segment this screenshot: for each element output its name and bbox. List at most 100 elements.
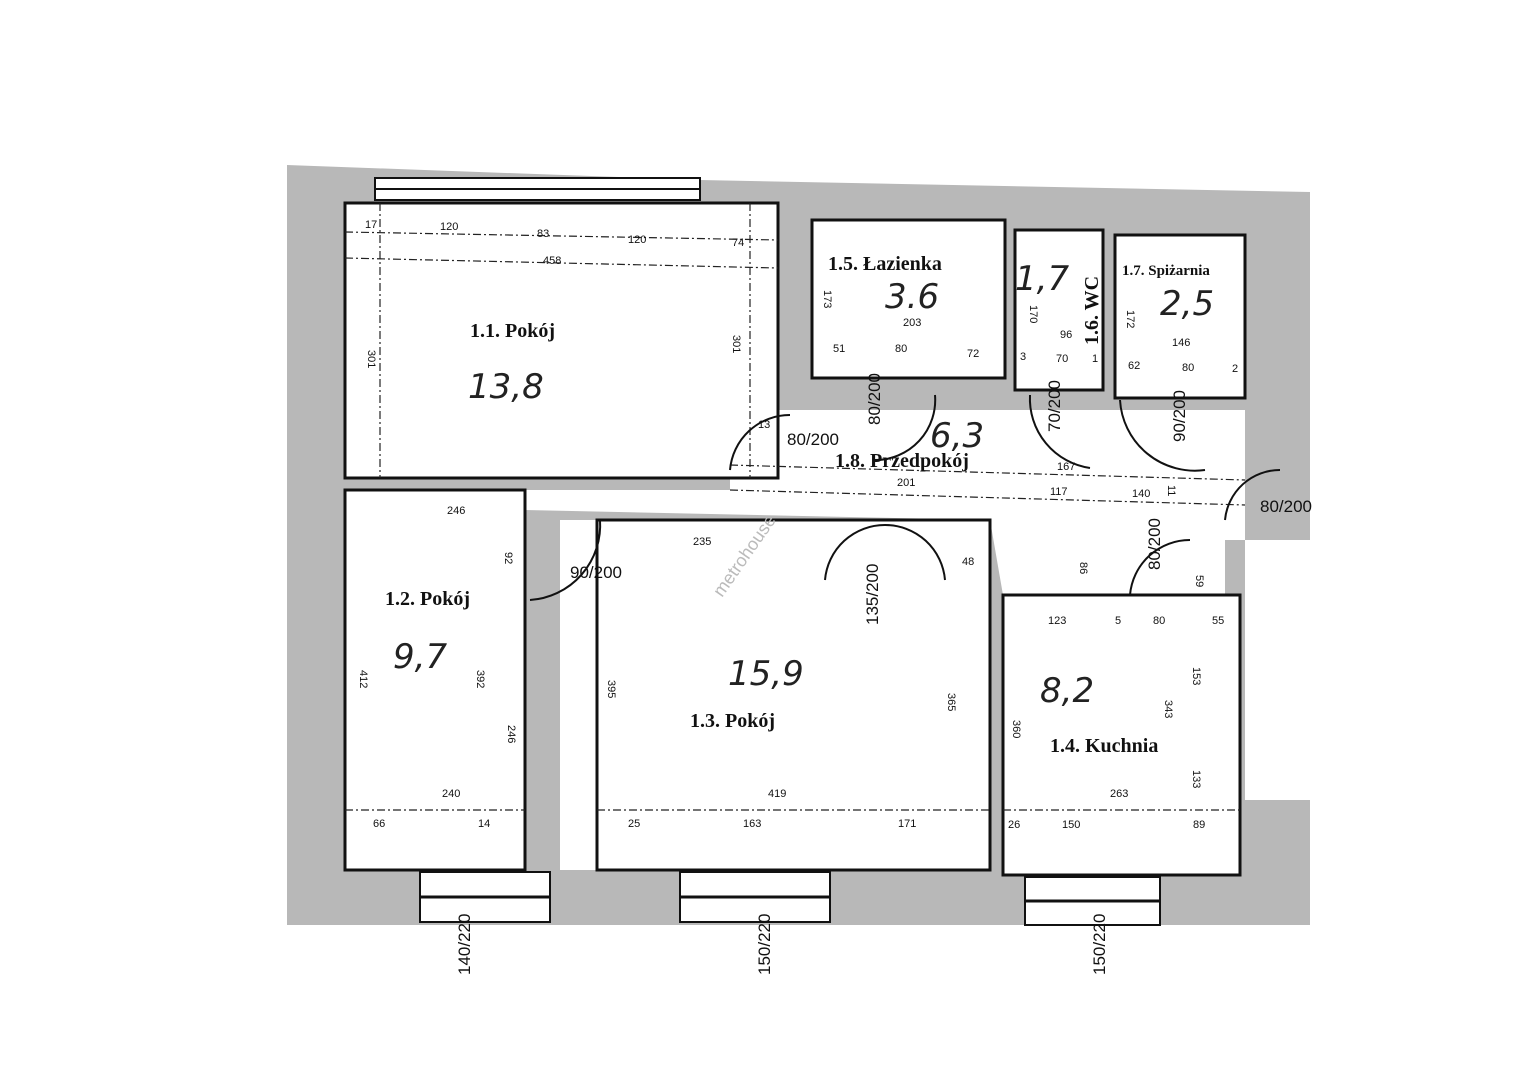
label-dimensions-room_1_2-1: 92 [502, 552, 514, 564]
label-dimensions-room_1_4-6: 153 [1190, 667, 1202, 685]
label-dimensions-room_1_5-2: 51 [833, 343, 845, 355]
label-dimensions-room_1_6-1: 96 [1060, 329, 1072, 341]
label-dimensions-room_1_2-3: 392 [474, 670, 486, 688]
room-label-1-4: 1.4. Kuchnia [1050, 735, 1158, 757]
label-windows-2: 150/220 [1090, 914, 1109, 975]
outer-walls [287, 165, 1310, 925]
room-outlines [343, 201, 1247, 877]
room-label-1-2: 1.2. Pokój [385, 588, 470, 610]
room-area-1-6: 1,7 [1015, 259, 1069, 299]
label-doors-6: 135/200 [863, 564, 882, 625]
dimensions-room-1-4: 123 5 80 55 360 343 153 133 263 26 150 8… [1008, 575, 1224, 831]
windows [374, 177, 1161, 926]
label-dimensions-room_1_1-1: 120 [440, 221, 458, 233]
label-dimensions-room_1_5-1: 203 [903, 317, 921, 329]
label-dimensions-room_1_2-5: 240 [442, 788, 460, 800]
label-dimensions-room_1_4-12: 59 [1193, 575, 1205, 587]
room-area-1-4: 8,2 [1040, 671, 1094, 711]
label-dimensions-room_1_4-11: 89 [1193, 819, 1205, 831]
dimensions-room-1-7: 172 146 62 80 2 [1124, 310, 1238, 375]
room-area-1-8: 6,3 [930, 416, 984, 456]
label-dimensions-hall-0: 201 [897, 477, 915, 489]
label-dimensions-room_1_4-0: 123 [1048, 615, 1066, 627]
label-doors-5: 90/200 [570, 563, 622, 582]
label-dimensions-room_1_1-4: 74 [732, 237, 744, 249]
label-dimensions-room_1_7-2: 62 [1128, 360, 1140, 372]
label-dimensions-room_1_7-1: 146 [1172, 337, 1190, 349]
label-dimensions-hall-3: 11 [1165, 485, 1177, 496]
label-dimensions-room_1_3-6: 171 [898, 818, 916, 830]
label-dimensions-hall-1: 117 [1050, 486, 1068, 498]
dimensions-room-1-5: 173 203 51 80 72 [821, 290, 979, 360]
room-area-1-7: 2,5 [1160, 284, 1214, 324]
label-dimensions-room_1_6-0: 170 [1027, 305, 1039, 323]
label-dimensions-room_1_1-3: 120 [628, 234, 646, 246]
room-area-1-5: 3.6 [885, 277, 939, 317]
label-dimensions-room_1_7-4: 2 [1232, 363, 1238, 375]
label-dimensions-room_1_7-0: 172 [1124, 310, 1136, 328]
label-dimensions-room_1_1-5: 458 [543, 255, 561, 267]
label-dimensions-room_1_6-3: 70 [1056, 353, 1068, 365]
label-dimensions-room_1_4-4: 360 [1010, 720, 1022, 738]
room-area-1-2: 9,7 [393, 637, 447, 677]
label-dimensions-room_1_4-2: 80 [1153, 615, 1165, 627]
room-area-1-1: 13,8 [468, 367, 544, 407]
label-dimensions-room_1_2-7: 14 [478, 818, 490, 830]
label-dimensions-room_1_2-2: 412 [357, 670, 369, 688]
label-windows-1: 150/220 [755, 914, 774, 975]
label-dimensions-room_1_4-7: 133 [1190, 770, 1202, 788]
label-dimensions-room_1_2-6: 66 [373, 818, 385, 830]
room-label-1-6: 1.6. WC [1081, 276, 1103, 345]
label-dimensions-room_1_6-5: 167 [1057, 461, 1075, 473]
label-dimensions-hall-2: 140 [1132, 488, 1150, 500]
label-dimensions-room_1_5-4: 72 [967, 348, 979, 360]
label-doors-7: 80/200 [1145, 518, 1164, 570]
room-label-1-5: 1.5. Łazienka [828, 253, 942, 275]
label-dimensions-room_1_3-7: 48 [962, 556, 974, 568]
dimensions-room-1-2: 246 92 412 392 246 240 66 14 [357, 505, 517, 830]
label-dimensions-room_1_4-3: 55 [1212, 615, 1224, 627]
label-dimensions-room_1_4-10: 150 [1062, 819, 1080, 831]
label-dimensions-room_1_2-4: 246 [505, 725, 517, 743]
label-dimensions-room_1_1-2: 83 [537, 228, 549, 240]
label-dimensions-room_1_2-0: 246 [447, 505, 465, 517]
label-dimensions-room_1_4-9: 26 [1008, 819, 1020, 831]
label-dimensions-room_1_3-1: 395 [605, 680, 617, 698]
label-dimensions-room_1_1-7: 301 [730, 335, 742, 353]
label-windows-0: 140/220 [455, 914, 474, 975]
room-label-1-3: 1.3. Pokój [690, 710, 775, 732]
dimensions-hall: 201 117 140 11 13 86 [758, 419, 1177, 574]
label-doors-2: 70/200 [1045, 380, 1064, 432]
label-dimensions-room_1_4-8: 263 [1110, 788, 1128, 800]
label-dimensions-room_1_5-3: 80 [895, 343, 907, 355]
label-dimensions-room_1_3-4: 25 [628, 818, 640, 830]
label-dimensions-room_1_6-2: 3 [1020, 351, 1026, 363]
label-dimensions-room_1_7-3: 80 [1182, 362, 1194, 374]
room-area-1-3: 15,9 [728, 654, 804, 694]
label-dimensions-room_1_3-5: 163 [743, 818, 761, 830]
label-doors-0: 80/200 [787, 430, 839, 449]
door-swings [529, 394, 1281, 601]
room-label-1-1: 1.1. Pokój [470, 320, 555, 342]
room-label-1-7: 1.7. Spiżarnia [1122, 263, 1210, 279]
label-dimensions-room_1_3-2: 365 [945, 693, 957, 711]
label-dimensions-room_1_3-0: 235 [693, 536, 711, 548]
label-doors-4: 80/200 [1260, 497, 1312, 516]
dimensions-room-1-3: 235 395 365 419 25 163 171 48 [605, 536, 974, 830]
dimensions-room-1-6: 170 96 3 70 1 167 [1020, 305, 1098, 473]
label-dimensions-hall-5: 86 [1077, 562, 1089, 574]
label-dimensions-hall-4: 13 [758, 419, 770, 431]
label-doors-3: 90/200 [1170, 390, 1189, 442]
dimensions-room-1-1: 17 120 83 120 74 458 301 301 [365, 219, 744, 368]
door-labels: 80/200 80/200 70/200 90/200 80/200 90/20… [570, 373, 1312, 625]
room-label-1-8: 1.8. Przedpokój [835, 450, 969, 472]
label-dimensions-room_1_6-4: 1 [1092, 353, 1098, 365]
label-dimensions-room_1_3-3: 419 [768, 788, 786, 800]
label-dimensions-room_1_4-1: 5 [1115, 615, 1121, 627]
label-dimensions-room_1_1-6: 301 [365, 350, 377, 368]
label-dimensions-room_1_5-0: 173 [821, 290, 833, 308]
window-labels: 140/220 150/220 150/220 [455, 914, 1109, 975]
label-doors-1: 80/200 [865, 373, 884, 425]
label-dimensions-room_1_1-0: 17 [365, 219, 377, 231]
label-dimensions-room_1_4-5: 343 [1162, 700, 1174, 718]
